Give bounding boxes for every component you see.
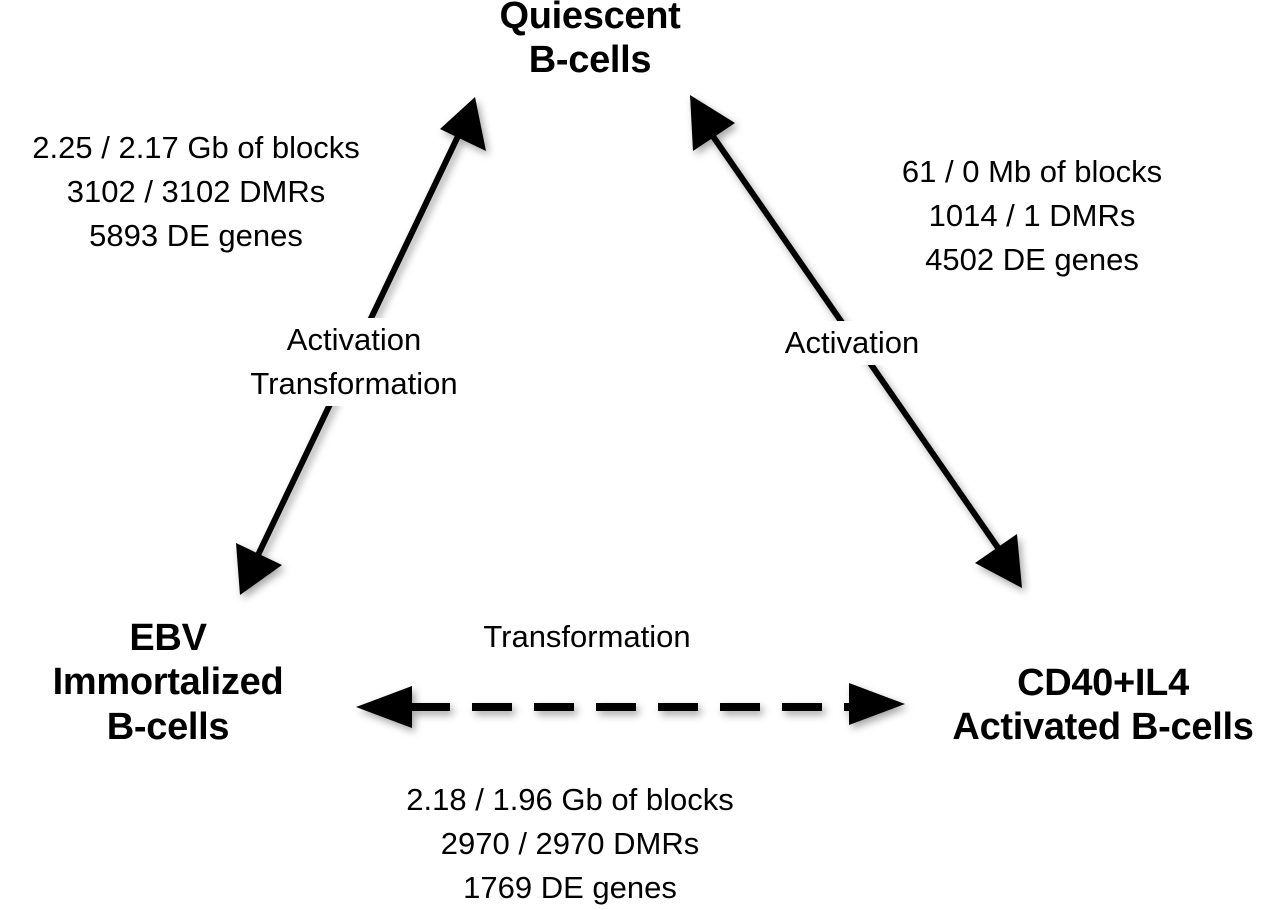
stat-de-genes: 1769 DE genes — [463, 870, 677, 905]
stat-de-genes: 4502 DE genes — [925, 242, 1139, 277]
node-quiescent-line-2: B-cells — [528, 39, 652, 82]
stats-quiescent-ebv: 2.25 / 2.17 Gb of blocks 3102 / 3102 DMR… — [0, 126, 398, 258]
stats-ebv-cd40: 2.18 / 1.96 Gb of blocks 2970 / 2970 DMR… — [360, 778, 780, 910]
stats-quiescent-cd40: 61 / 0 Mb of blocks 1014 / 1 DMRs 4502 D… — [862, 150, 1202, 282]
node-quiescent-b-cells: Quiescent B-cells — [468, 0, 712, 83]
node-cd40-line-2: Activated B-cells — [952, 706, 1254, 749]
node-cd40-activated-b-cells: CD40+IL4 Activated B-cells — [926, 661, 1280, 750]
stat-de-genes: 5893 DE genes — [89, 218, 303, 253]
node-ebv-line-1: EBV — [129, 617, 207, 659]
stat-blocks: 2.25 / 2.17 Gb of blocks — [32, 130, 360, 165]
edge-label-quiescent-cd40: Activation — [764, 321, 940, 365]
arrow-ebv-cd40 — [356, 683, 905, 728]
node-ebv-line-3: B-cells — [106, 705, 230, 748]
edge-label-transformation: Transformation — [250, 366, 458, 401]
edge-label-ebv-cd40: Transformation — [446, 615, 728, 659]
edge-label-activation: Activation — [286, 322, 422, 357]
stat-blocks: 61 / 0 Mb of blocks — [901, 154, 1163, 189]
node-quiescent-line-1: Quiescent — [499, 0, 681, 37]
edge-label-transformation: Transformation — [483, 619, 691, 654]
stat-blocks: 2.18 / 1.96 Gb of blocks — [406, 782, 734, 817]
node-cd40-line-1: CD40+IL4 — [1017, 662, 1189, 704]
stat-dmrs: 2970 / 2970 DMRs — [440, 826, 700, 861]
edge-label-quiescent-ebv: Activation Transformation — [222, 318, 486, 406]
node-ebv-immortalized-b-cells: EBV Immortalized B-cells — [18, 616, 318, 749]
node-ebv-line-2: Immortalized — [52, 661, 284, 704]
edge-label-activation: Activation — [784, 325, 920, 360]
stat-dmrs: 1014 / 1 DMRs — [928, 198, 1136, 233]
stat-dmrs: 3102 / 3102 DMRs — [66, 174, 326, 209]
